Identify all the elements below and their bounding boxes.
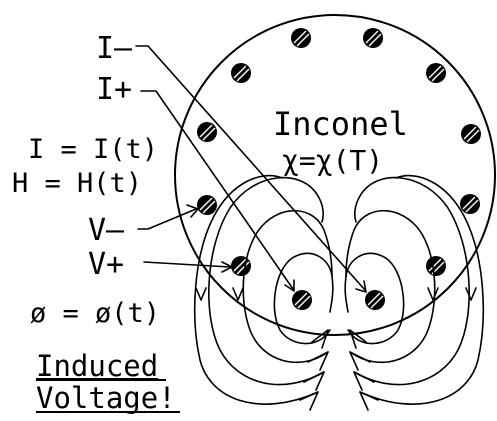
contact-hole-right bbox=[365, 290, 385, 310]
label-i-minus: I– bbox=[96, 31, 133, 66]
field-arrow-left-2 bbox=[307, 351, 329, 371]
label-v-plus: V+ bbox=[88, 247, 124, 282]
label-material: Inconel bbox=[273, 105, 408, 143]
field-arrow-left-3 bbox=[303, 371, 325, 391]
field-arrow-right-1 bbox=[349, 329, 367, 349]
label-flux: ø = ø(t) bbox=[30, 298, 160, 329]
field-arrow-left-4 bbox=[299, 391, 319, 411]
field-arrow-down-right-1 bbox=[427, 287, 439, 301]
label-induced: Induced bbox=[36, 349, 158, 383]
wire-v-minus bbox=[137, 208, 197, 230]
wire-i-minus-arrowhead bbox=[355, 280, 367, 293]
label-voltage: Voltage! bbox=[36, 381, 176, 415]
field-loop-left-middle bbox=[242, 209, 333, 364]
field-loop-right-middle bbox=[345, 209, 436, 364]
field-arrow-right-3 bbox=[353, 371, 375, 391]
contact-hole-left bbox=[292, 290, 312, 310]
field-loop-right-outermost bbox=[359, 174, 485, 405]
field-loop-right-outer bbox=[353, 176, 470, 386]
wire-v-plus bbox=[143, 261, 231, 268]
hole bbox=[197, 122, 217, 142]
hole bbox=[426, 63, 446, 83]
field-loop-left-outer bbox=[208, 176, 325, 386]
wire-i-plus-arrowhead bbox=[284, 279, 295, 292]
field-arrow-left-1 bbox=[311, 329, 329, 349]
hole bbox=[231, 63, 251, 83]
hole bbox=[291, 28, 311, 48]
hole bbox=[363, 28, 383, 48]
field-loop-right-inner bbox=[344, 252, 405, 345]
field-lines bbox=[193, 174, 485, 411]
field-arrow-right-2 bbox=[349, 351, 371, 371]
hole bbox=[460, 194, 480, 214]
field-arrow-down-right-2 bbox=[465, 287, 477, 301]
wire-i-minus bbox=[135, 45, 366, 291]
label-v-minus: V– bbox=[88, 213, 125, 248]
outer-holes bbox=[197, 28, 481, 276]
wire-i-plus bbox=[140, 90, 294, 290]
field-arrow-down-left-1 bbox=[195, 287, 207, 301]
wire-v-plus-arrowhead bbox=[221, 261, 233, 273]
wire-v-minus-arrowhead bbox=[186, 204, 199, 218]
label-susceptibility: χ=χ(T) bbox=[282, 144, 383, 177]
field-arrow-down-left-2 bbox=[232, 287, 244, 301]
label-i-plus: I+ bbox=[96, 72, 132, 107]
label-field: H = H(t) bbox=[12, 168, 142, 199]
label-current: I = I(t) bbox=[28, 134, 158, 165]
field-loop-left-inner bbox=[273, 252, 334, 345]
hole bbox=[197, 195, 217, 215]
hole bbox=[231, 256, 251, 276]
hole bbox=[426, 256, 446, 276]
field-arrow-right-4 bbox=[359, 391, 379, 411]
hole bbox=[461, 124, 481, 144]
sample-disk-outline bbox=[174, 14, 496, 336]
field-loop-left-outermost bbox=[193, 174, 319, 405]
lead-wires bbox=[135, 45, 367, 293]
